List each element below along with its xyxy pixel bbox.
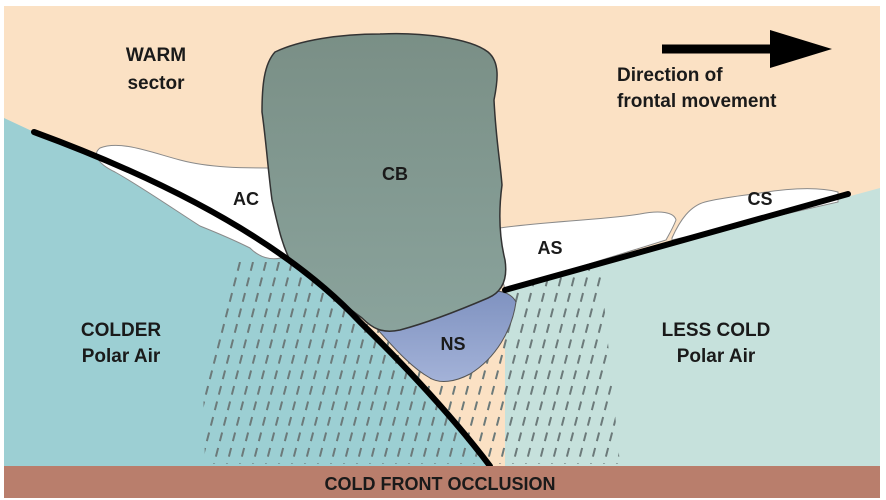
direction-label-line2: frontal movement <box>617 91 777 112</box>
rain-streak <box>525 262 579 464</box>
ac-label: AC <box>233 189 259 209</box>
rain-streak <box>226 262 280 464</box>
cold-front-line <box>31 129 493 469</box>
colder-air-region <box>4 118 490 466</box>
rain-streak <box>265 262 319 464</box>
rain-streak <box>538 262 592 464</box>
warm-sector-label-line1: WARM <box>126 45 186 66</box>
cb-cloud <box>261 32 507 332</box>
direction-label-line1: Direction of <box>617 65 723 86</box>
less-cold-air-label-line1: LESS COLD <box>662 320 771 341</box>
cs-label: CS <box>747 189 772 209</box>
rain-streak <box>213 262 267 464</box>
rain-streak <box>473 262 527 464</box>
rain-streak <box>200 262 241 464</box>
rain-streak <box>577 262 620 464</box>
ground-bar <box>4 466 880 498</box>
less-cold-air-region <box>505 188 880 466</box>
warm-front-line <box>502 191 851 293</box>
cs-cloud <box>671 188 839 241</box>
ns-label: NS <box>440 334 465 354</box>
rain-streak <box>512 262 566 464</box>
diagram-title: COLD FRONT OCCLUSION <box>325 474 556 494</box>
rain-streak <box>278 262 332 464</box>
rain-streak <box>252 262 306 464</box>
rain-streak <box>551 262 605 464</box>
rain-streak <box>486 262 540 464</box>
rain-streak <box>200 262 254 464</box>
warm-sector-label-line2: sector <box>127 73 185 94</box>
as-label: AS <box>537 238 562 258</box>
colder-air-label-line2: Polar Air <box>82 346 161 367</box>
direction-arrow-icon <box>662 30 832 68</box>
rain-streak <box>239 262 293 464</box>
less-cold-air-label-line2: Polar Air <box>677 346 756 367</box>
cb-label: CB <box>382 164 408 184</box>
rain-streak <box>499 262 553 464</box>
colder-air-label-line1: COLDER <box>81 320 162 341</box>
